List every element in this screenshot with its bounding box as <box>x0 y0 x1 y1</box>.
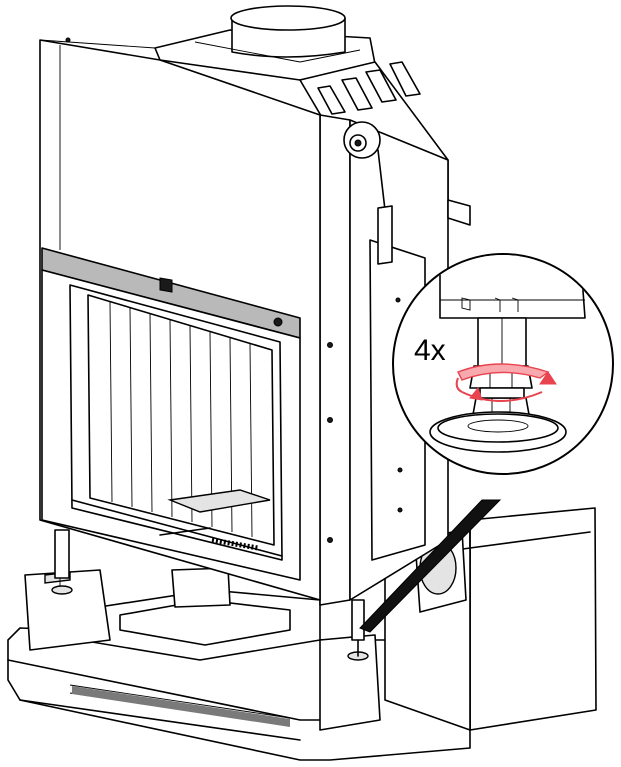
zoom-leader <box>359 499 502 633</box>
detail-callout: 4x <box>392 253 614 475</box>
body-side-front <box>319 114 351 606</box>
fire-door <box>41 269 301 581</box>
screw-dots <box>65 37 403 543</box>
adjuster-feet <box>51 529 369 661</box>
rotate-adjust-icon <box>455 363 557 402</box>
side-bracket <box>447 199 471 226</box>
centre-clamp <box>171 567 231 608</box>
counterweight-pulley <box>343 121 393 265</box>
flue-collar <box>154 5 376 81</box>
quantity-label: 4x <box>414 334 446 367</box>
base-vent-grill <box>69 684 291 727</box>
foot-block-left <box>24 569 111 651</box>
foot-block-right <box>319 634 381 731</box>
